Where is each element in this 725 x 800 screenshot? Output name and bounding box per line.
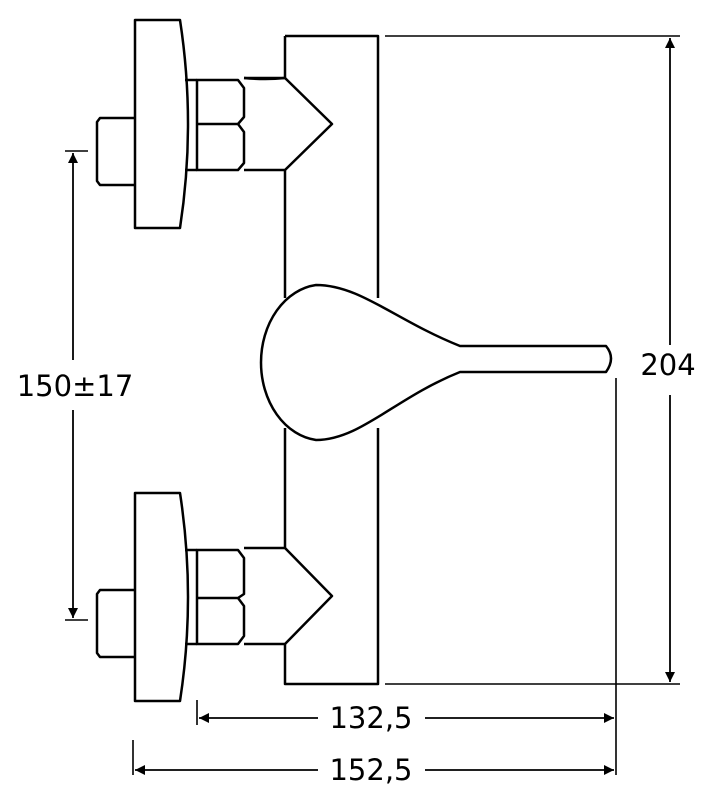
bottom-wall-connector [95, 491, 334, 703]
bottom-connector-cone [244, 546, 334, 646]
bottom-inlet-stub [95, 588, 135, 659]
dimension-label-depth-handle: 132,5 [329, 701, 412, 735]
top-inlet-stub [95, 116, 135, 187]
top-hex-nut [195, 78, 246, 172]
dimension-label-height: 204 [640, 348, 695, 382]
top-connector-cone [244, 76, 334, 172]
mixer-body [283, 34, 380, 686]
dimension-label-center-distance: 150±17 [17, 369, 134, 403]
bottom-escutcheon-flange [133, 491, 190, 703]
bottom-hex-nut [195, 548, 246, 646]
dimension-label-depth-total: 152,5 [329, 753, 412, 787]
top-wall-connector [95, 18, 334, 230]
top-escutcheon-flange [133, 18, 190, 230]
extension-lines [65, 35, 680, 775]
lever-handle [259, 283, 613, 442]
